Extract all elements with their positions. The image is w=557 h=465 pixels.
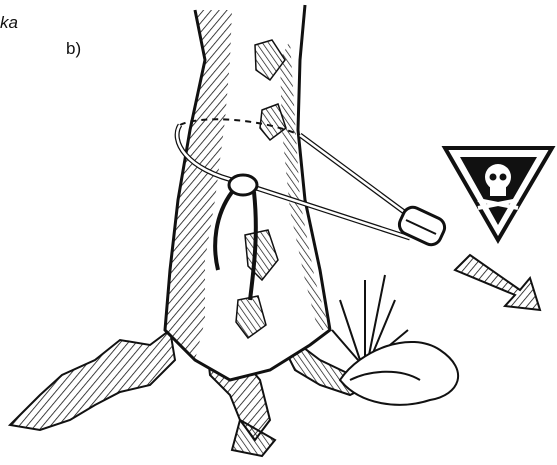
- skull-warning-icon: [445, 148, 552, 240]
- arrow-icon: [455, 255, 540, 310]
- bush: [332, 275, 458, 405]
- carabiner: [396, 204, 448, 248]
